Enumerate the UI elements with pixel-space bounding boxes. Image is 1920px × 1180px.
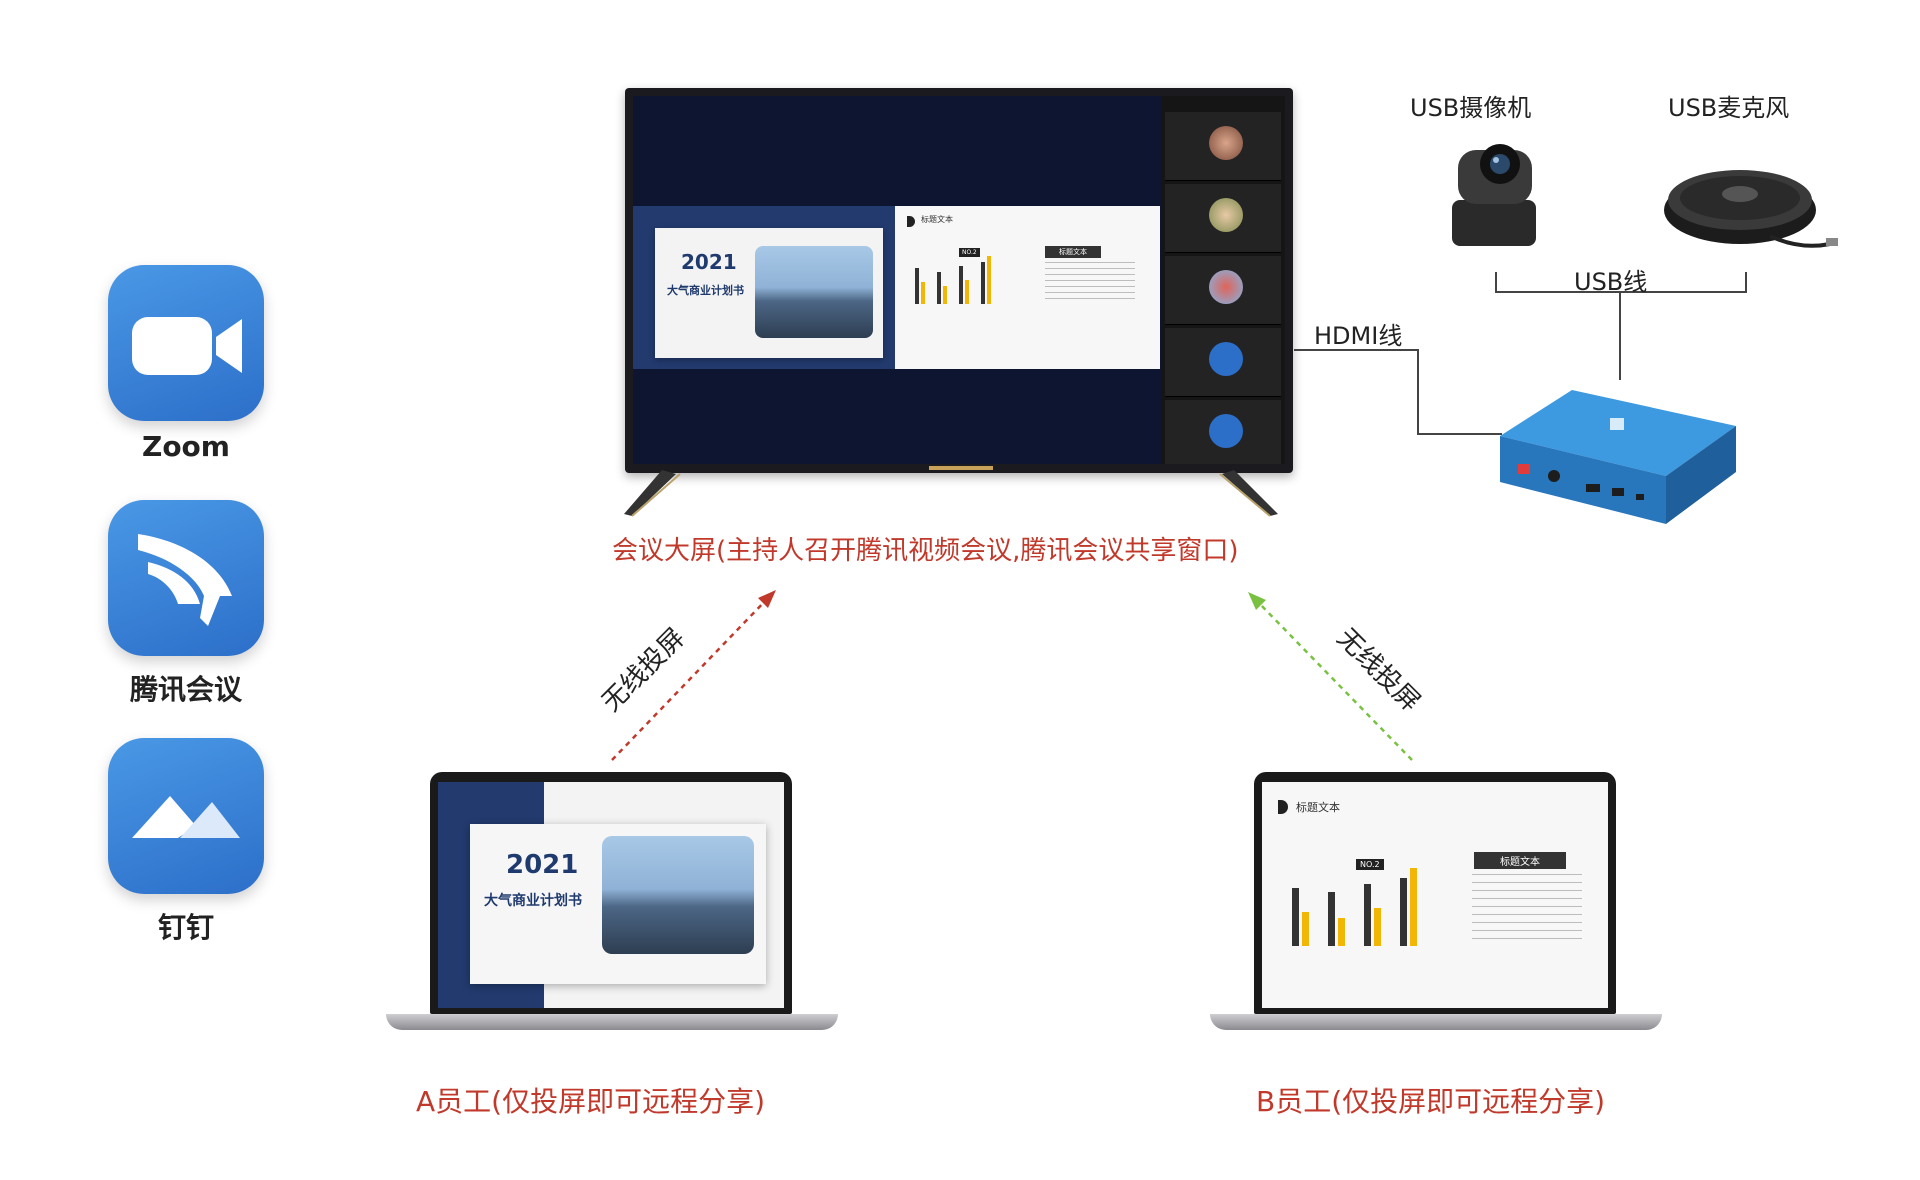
usb-camera-label: USB摄像机 [1410, 94, 1532, 122]
zoom-app-icon [108, 265, 264, 421]
slide-year: 2021 [681, 250, 737, 274]
chart-box-title: 标题文本 [1045, 246, 1101, 258]
shared-slide-chart: 标题文本 NO.2 标题文本 [895, 206, 1160, 369]
laptop-b-base [1210, 1014, 1662, 1030]
slide-title: 标题文本 [1296, 801, 1340, 814]
slide-year: 2021 [506, 850, 579, 880]
app-label-zoom: Zoom [142, 430, 230, 463]
avatar [1209, 342, 1243, 376]
participant-tile[interactable] [1165, 256, 1281, 325]
bar-group [1292, 868, 1417, 946]
tv-stand [624, 470, 1278, 517]
laptop-a-base [386, 1014, 838, 1030]
laptop-a-screen: 2021 大气商业计划书 [438, 782, 784, 1008]
participant-tile[interactable] [1165, 400, 1281, 464]
bar-chart [915, 256, 991, 304]
slide-title: 大气商业计划书 [667, 284, 744, 297]
chart-text-block [1472, 874, 1582, 940]
tencent-meeting-icon [138, 534, 232, 626]
shared-slide-cover: 2021 大气商业计划书 [633, 206, 895, 369]
participant-tile[interactable] [1165, 112, 1281, 181]
usb-speakerphone [1664, 170, 1838, 248]
usb-mic-label: USB麦克风 [1668, 94, 1790, 122]
laptop-b-caption: B员工(仅投屏即可远程分享) [1256, 1085, 1606, 1118]
participant-panel [1161, 96, 1285, 464]
bookmark-icon [1278, 800, 1288, 814]
slide-city-photo [602, 836, 754, 954]
app-label-dingtalk: 钉钉 [157, 911, 214, 944]
laptop-a-caption: A员工(仅投屏即可远程分享) [416, 1085, 766, 1118]
bookmark-icon [907, 216, 915, 227]
avatar [1209, 126, 1243, 160]
dingtalk-icon [132, 796, 240, 838]
participant-tile[interactable] [1165, 184, 1281, 253]
chart-tag: NO.2 [959, 248, 980, 257]
chart-tag: NO.2 [1356, 859, 1384, 870]
tv-bezel-logo [929, 466, 993, 470]
display-screen: 2021 大气商业计划书 标题文本 NO.2 标题文本 [633, 96, 1285, 464]
bar-group [915, 256, 991, 304]
tencent-meeting-app-icon [108, 500, 264, 656]
slide-title: 大气商业计划书 [484, 893, 582, 909]
laptop-b-screen: 标题文本 NO.2 标题文本 [1262, 782, 1608, 1008]
slide-cover-card: 2021 大气商业计划书 [470, 824, 766, 984]
dingtalk-app-icon [108, 738, 264, 894]
wireless-presentation-box [1500, 390, 1736, 524]
avatar [1209, 198, 1243, 232]
usb-camera [1452, 144, 1536, 246]
app-label-tencent-meeting: 腾讯会议 [129, 673, 242, 706]
chart-text-block [1045, 262, 1135, 302]
chart-box-title: 标题文本 [1474, 852, 1566, 869]
avatar [1209, 414, 1243, 448]
hdmi-cable-label: HDMI线 [1314, 322, 1403, 350]
usb-cable-label: USB线 [1574, 268, 1648, 296]
laptop-b: 标题文本 NO.2 标题文本 [1254, 772, 1616, 1014]
bar-chart [1292, 868, 1417, 946]
chart-slide-title: 标题文本 [921, 215, 953, 224]
display-caption: 会议大屏(主持人召开腾讯视频会议,腾讯会议共享窗口) [612, 536, 1239, 566]
conference-display: 2021 大气商业计划书 标题文本 NO.2 标题文本 [625, 88, 1293, 473]
avatar [1209, 270, 1243, 304]
slide-city-photo [755, 246, 873, 338]
zoom-camera-icon [132, 317, 242, 375]
slide-cover-card: 2021 大气商业计划书 [655, 228, 883, 358]
laptop-a: 2021 大气商业计划书 [430, 772, 792, 1014]
participant-tile[interactable] [1165, 328, 1281, 397]
